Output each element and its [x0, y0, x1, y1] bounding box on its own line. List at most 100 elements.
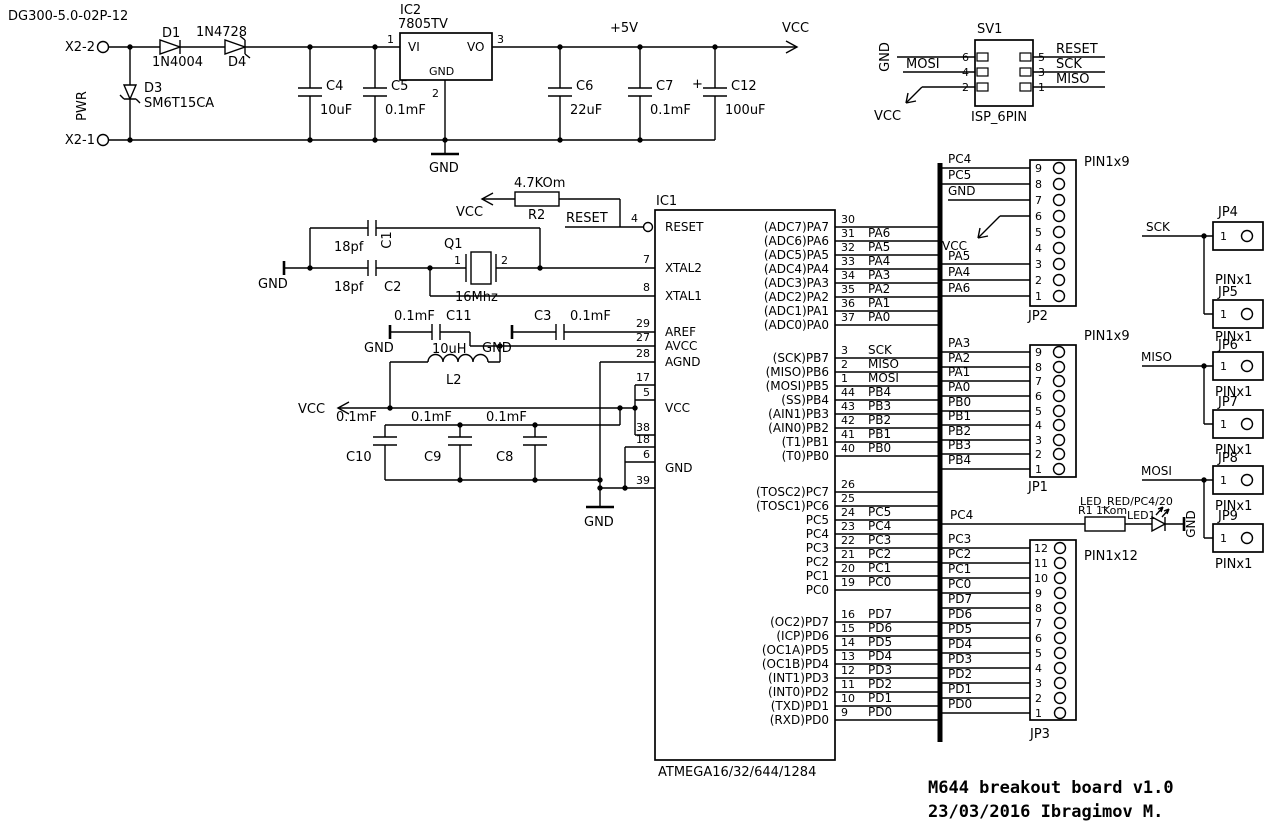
sv1-pin-number: 4 — [962, 66, 969, 79]
jp3-pin-number: 2 — [1035, 692, 1042, 705]
jp9-body — [1212, 523, 1264, 553]
ic1-pin-number: 25 — [841, 492, 855, 505]
jp3-pin-number: 4 — [1035, 662, 1042, 675]
ic1-pin-name: PC1 — [806, 569, 829, 583]
component-value-q1: 16Mhz — [455, 290, 498, 305]
net-label-gnd: GND — [1184, 510, 1198, 538]
ic1-pin-number: 38 — [636, 421, 650, 434]
jp3-pin — [1053, 556, 1067, 570]
ic1-pin-name: (ADC5)PA5 — [764, 248, 829, 262]
capacitor-plates — [298, 87, 727, 97]
connector-name: JP5 — [1217, 285, 1238, 300]
ic1-pin-number: 5 — [643, 386, 650, 399]
net-label: PD1 — [868, 691, 892, 705]
ic2-pin-number-3: 3 — [497, 33, 504, 46]
component-name-d3: D3 — [144, 81, 162, 96]
jp5-pin — [1240, 307, 1254, 321]
connector-name: JP9 — [1217, 509, 1238, 524]
diode-d4-bar — [239, 35, 251, 59]
jp2-pin-number: 9 — [1035, 162, 1042, 175]
jp2-pin — [1052, 177, 1066, 191]
component-value-c10: 0.1mF — [336, 410, 377, 425]
net-label: VCC — [942, 239, 967, 253]
ic1-pin-number: 13 — [841, 650, 855, 663]
connector-name: JP1 — [1027, 480, 1048, 495]
jp2-pin-number: 7 — [1035, 194, 1042, 207]
ic1-pin-name: (ADC7)PA7 — [764, 220, 829, 234]
net-label: PA4 — [948, 265, 970, 279]
jp3-pin-number: 3 — [1035, 677, 1042, 690]
component-value-ic2: 7805TV — [398, 17, 448, 32]
ic1-pin-name: PC0 — [806, 583, 829, 597]
net-label: PB0 — [868, 441, 891, 455]
jp4-pin — [1240, 229, 1254, 243]
component-name-c4: C4 — [326, 79, 343, 94]
connector-name-sv1: SV1 — [977, 22, 1002, 37]
component-name-l2: L2 — [446, 373, 462, 388]
single-pin-headers: SCK MISO MOSI 1 JP4 PINx1 1 JP5 PINx1 1 … — [1141, 205, 1264, 572]
ic1-pin-number: 10 — [841, 692, 855, 705]
jp2-pin — [1052, 161, 1066, 175]
component-name-ic2: IC2 — [400, 3, 421, 18]
net-label: PB0 — [948, 395, 971, 409]
ic1-pin-number: 27 — [636, 331, 650, 344]
jp2-pin — [1052, 225, 1066, 239]
net-label-5v: +5V — [610, 21, 638, 36]
component-name-c10: C10 — [346, 450, 372, 465]
ic1-pin-number: 11 — [841, 678, 855, 691]
ic1-pin-name: (MOSI)PB5 — [766, 379, 829, 393]
header-wires — [1142, 235, 1213, 539]
component-name-r2: R2 — [528, 208, 545, 223]
jp2-pin — [1052, 209, 1066, 223]
connector-name: JP4 — [1217, 205, 1238, 220]
analog-cap-plates — [431, 324, 565, 340]
ic1-pin-name: (TXD)PD1 — [771, 699, 829, 713]
jp1-pin — [1052, 360, 1066, 374]
net-label: PC0 — [948, 577, 971, 591]
connector-name: PWR — [75, 91, 90, 121]
component-name-c9: C9 — [424, 450, 441, 465]
led1-symbol — [1151, 515, 1167, 533]
ic1-pin-number: 24 — [841, 506, 855, 519]
ic1-pin-number: 37 — [841, 311, 855, 324]
net-label: PA1 — [948, 365, 970, 379]
component-name-d4: D4 — [228, 55, 246, 70]
jp1-pin-number: 2 — [1035, 448, 1042, 461]
net-label: PD7 — [868, 607, 892, 621]
component-value-l2: 10uH — [432, 342, 467, 357]
net-label: PA0 — [868, 310, 890, 324]
ic1-pin-name: (ADC1)PA1 — [764, 304, 829, 318]
jp1-pin — [1052, 345, 1066, 359]
jp1-pin-number: 4 — [1035, 419, 1042, 432]
ic1-pin-number: 36 — [841, 297, 855, 310]
component-value-c4: 10uF — [320, 103, 352, 118]
connector-footprint: PINx1 — [1215, 330, 1252, 345]
net-label: PB2 — [868, 413, 891, 427]
net-label: PC4 — [868, 519, 891, 533]
ic1-pin-name: GND — [665, 461, 693, 475]
component-value-led1: LED_RED/PC4/20 — [1080, 495, 1173, 508]
jp1-pin-number: 6 — [1035, 390, 1042, 403]
connector-footprint: PINx1 — [1215, 385, 1252, 400]
ic1-pin-name: XTAL2 — [665, 261, 702, 275]
power-supply-section: X2-2 X2-1 PWR D1 1N4004 1N4728 D4 D3 SM6… — [65, 3, 809, 176]
net-label-mosi: MOSI — [906, 57, 940, 72]
net-label: PC5 — [868, 505, 891, 519]
connector-name: JP8 — [1217, 451, 1238, 466]
ic1-pin-name: (INT1)PD3 — [768, 671, 829, 685]
jp2-pin — [1052, 257, 1066, 271]
net-label: GND — [948, 184, 976, 198]
net-label: PC3 — [948, 532, 971, 546]
vcc-arrow-right — [785, 40, 799, 54]
regulator-ic2-body — [399, 32, 493, 81]
component-value-c8: 0.1mF — [486, 410, 527, 425]
ic2-pin-gnd: GND — [429, 65, 454, 78]
net-label-sck: SCK — [1056, 57, 1082, 72]
sv1-pad — [1019, 52, 1032, 62]
jp3-pin-number: 9 — [1035, 587, 1042, 600]
jp9-pin — [1240, 531, 1254, 545]
net-label-gnd: GND — [878, 42, 893, 72]
diode-d3-symbol — [122, 84, 138, 101]
jp2-pin-number: 2 — [1035, 274, 1042, 287]
ic1-pin-number: 31 — [841, 227, 855, 240]
